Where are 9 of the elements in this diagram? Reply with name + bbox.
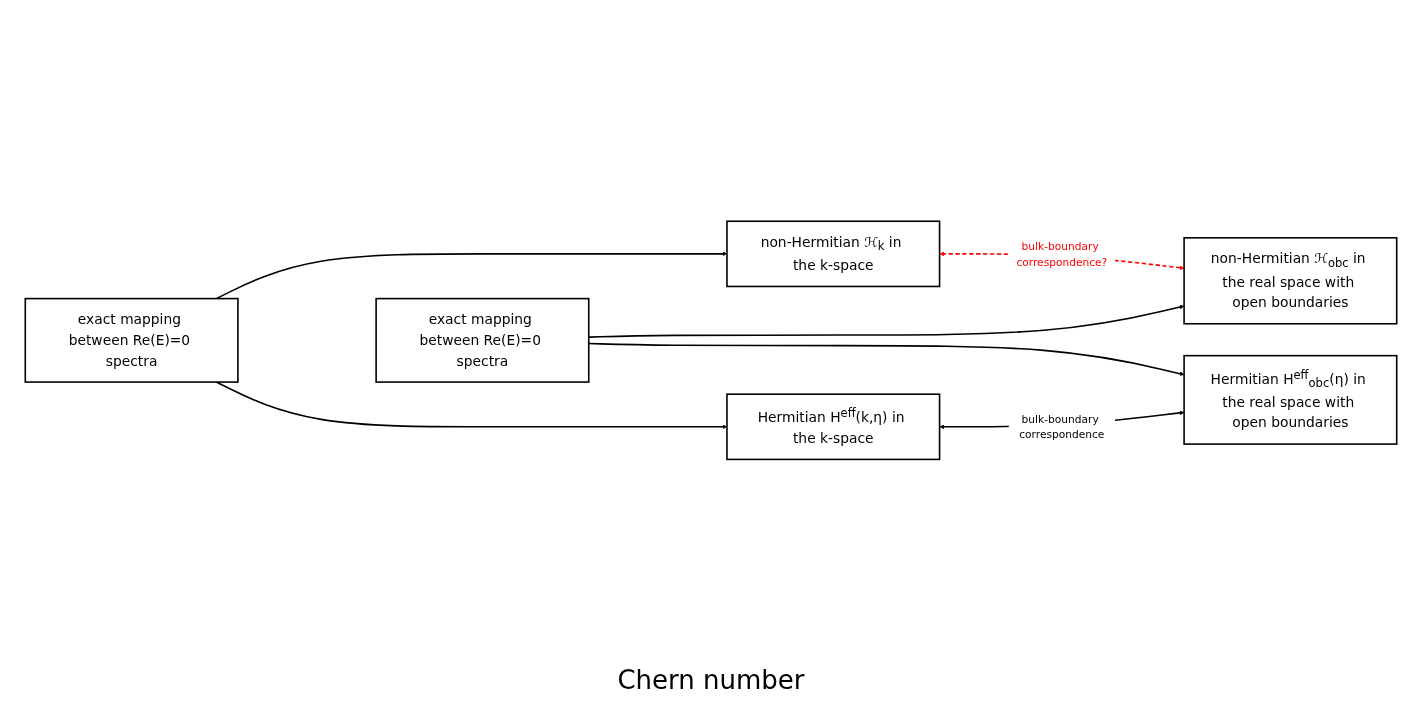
node-box: exact mapping between Re(E)=0 spectra	[24, 298, 239, 384]
node-box: Hermitian H$^{eff}$$_{obc}$(η) in the real space with open boundaries	[1183, 355, 1398, 446]
node-box: exact mapping between Re(E)=0 spectra	[375, 298, 590, 384]
node-box: non-Hermitian ℋ$_{k}$ in the k-space	[726, 220, 941, 288]
note-text: Chern number	[617, 664, 805, 695]
edge-label: bulk-boundary correspondence	[1019, 412, 1105, 442]
edge-label: bulk-boundary correspondence?	[1016, 239, 1108, 269]
node-box: non-Hermitian ℋ$_{obc}$ in the real space with open boundaries	[1183, 237, 1398, 325]
node-box: Hermitian H$^{eff}$(k,η) in the k-space	[726, 393, 941, 461]
